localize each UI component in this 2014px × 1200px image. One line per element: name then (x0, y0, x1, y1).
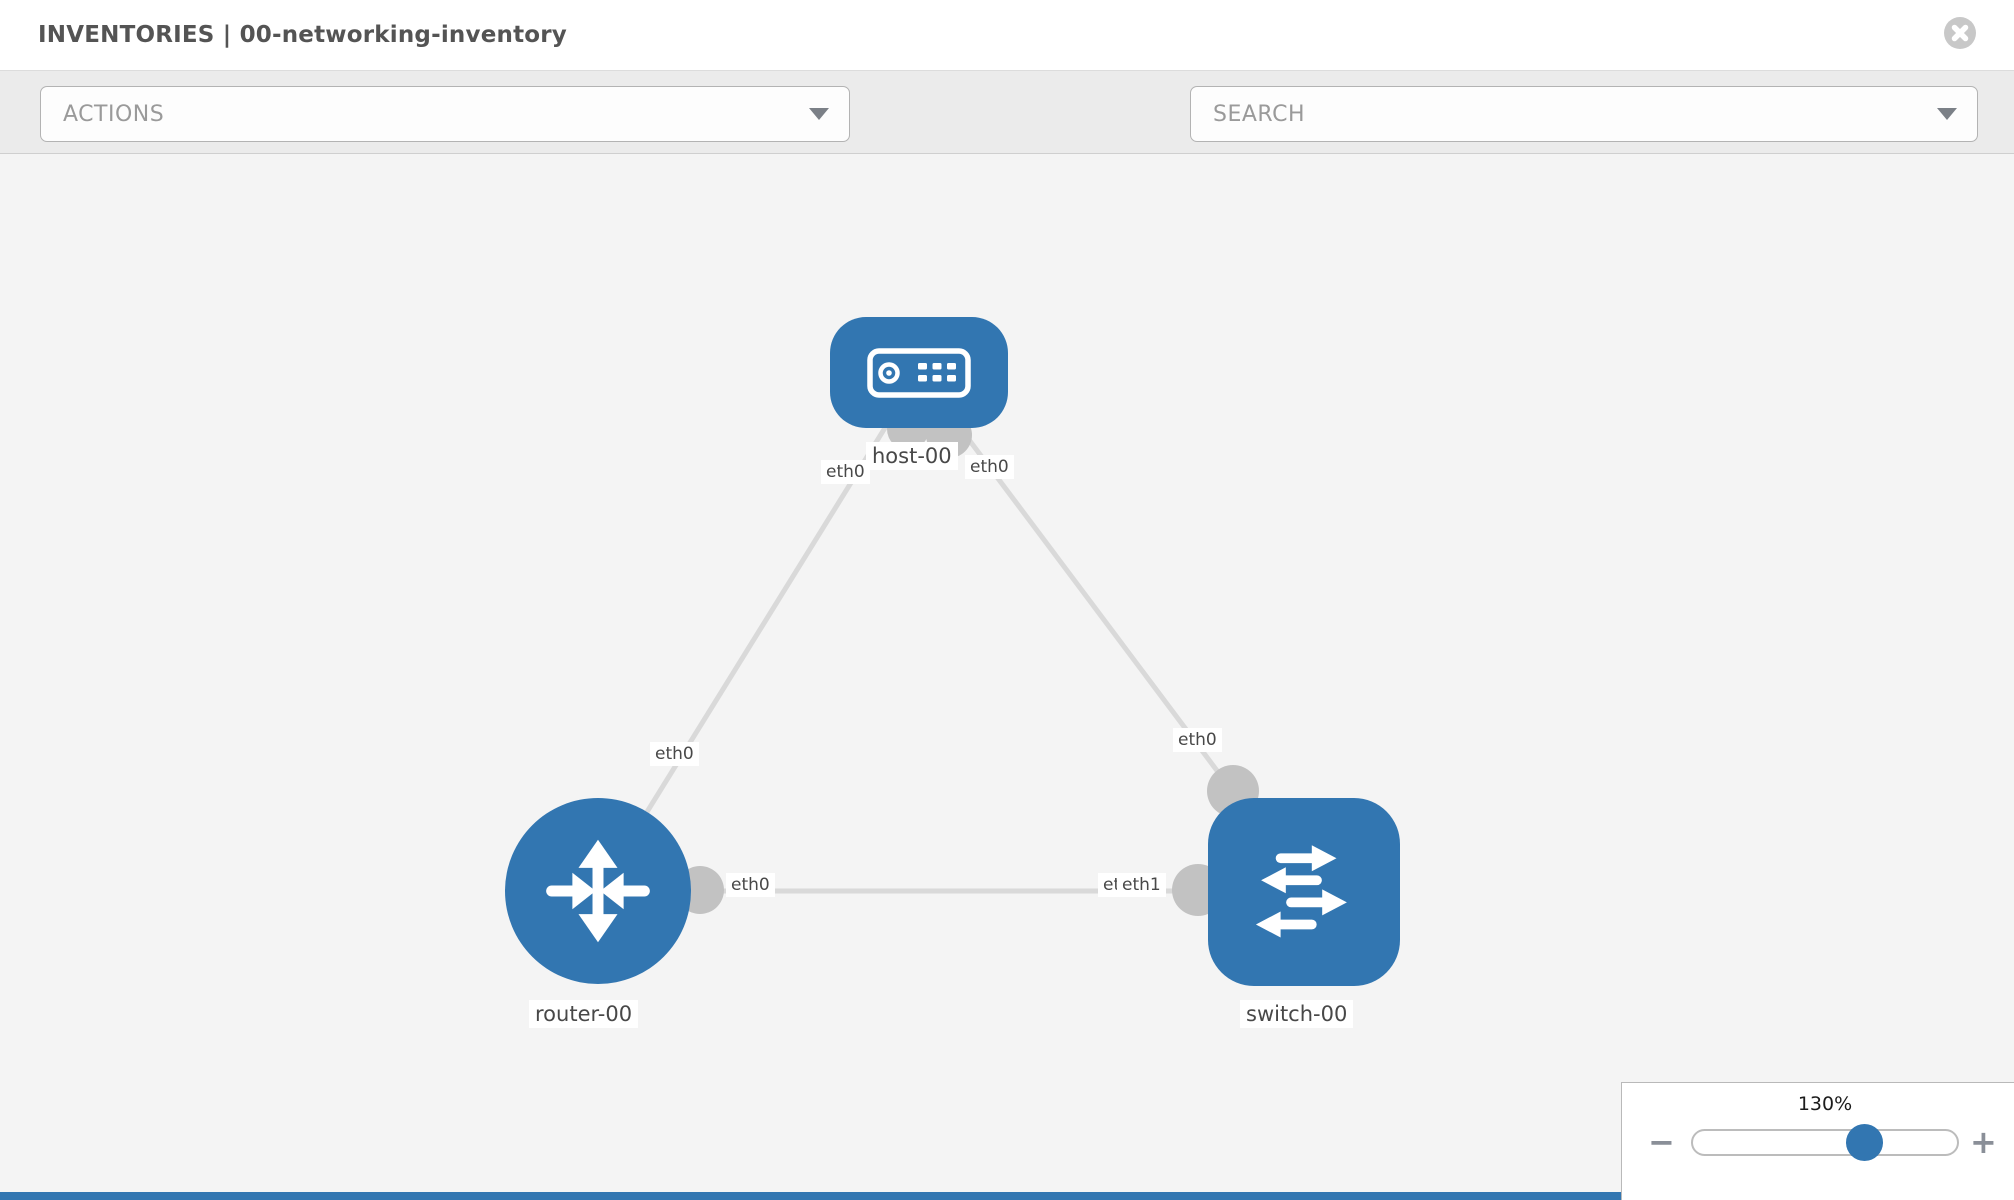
zoom-slider-track[interactable] (1691, 1129, 1959, 1156)
zoom-slider-thumb[interactable] (1846, 1124, 1883, 1161)
switch-icon (1255, 845, 1347, 938)
actions-dropdown-label: ACTIONS (63, 101, 165, 127)
link-host-switch[interactable] (916, 371, 1236, 794)
link-host-router[interactable] (595, 371, 922, 893)
node-switch-00[interactable] (1208, 798, 1400, 986)
search-input[interactable] (1213, 101, 1937, 127)
close-icon (1951, 24, 1969, 42)
page-title: INVENTORIES | 00-networking-inventory (38, 22, 567, 48)
node-router-00[interactable] (505, 798, 691, 984)
chevron-down-icon (1937, 108, 1957, 120)
node-host-00[interactable] (830, 317, 1008, 428)
interface-label: eth1 (1117, 873, 1166, 897)
toolbar: ACTIONS (0, 70, 2014, 201)
interface-label: eth0 (821, 460, 870, 484)
close-button[interactable] (1944, 17, 1976, 49)
chevron-down-icon (809, 108, 829, 120)
node-label-switch: switch-00 (1240, 1000, 1354, 1028)
node-label-router: router-00 (529, 1000, 639, 1028)
links-layer (595, 371, 1304, 894)
zoom-in-button[interactable]: + (1970, 1123, 1997, 1161)
router-icon (546, 839, 650, 943)
zoom-panel: 130% − + (1621, 1082, 2014, 1200)
search-dropdown[interactable] (1190, 86, 1978, 142)
topology-canvas[interactable]: host-00 router-00 switch-00 eth0 eth0 et… (0, 154, 2014, 1200)
node-label-host: host-00 (866, 442, 958, 470)
header: INVENTORIES | 00-networking-inventory (0, 0, 2014, 70)
actions-dropdown[interactable]: ACTIONS (40, 86, 850, 142)
host-icon (867, 347, 971, 398)
zoom-value: 130% (1797, 1093, 1853, 1115)
interface-label: eth0 (965, 455, 1014, 479)
zoom-out-button[interactable]: − (1648, 1123, 1675, 1161)
interface-label: eth0 (726, 873, 775, 897)
footer-accent-bar (0, 1192, 1621, 1200)
interface-label: eth0 (1173, 728, 1222, 752)
interface-label: eth0 (650, 742, 699, 766)
